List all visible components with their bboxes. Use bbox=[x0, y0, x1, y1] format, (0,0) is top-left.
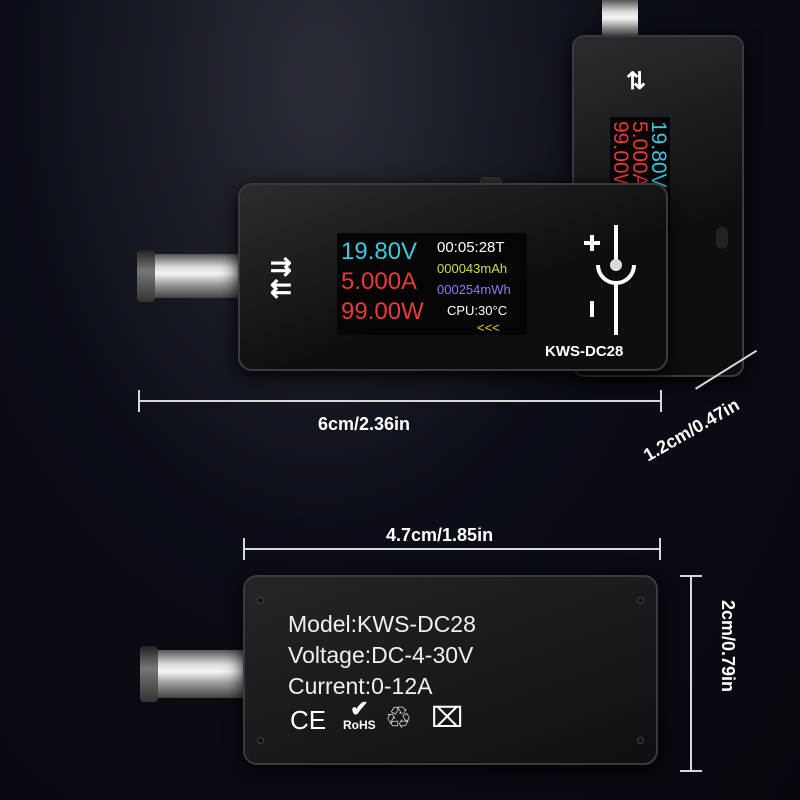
screw bbox=[637, 737, 644, 744]
current-text: Current:0-12A bbox=[288, 673, 433, 699]
rear-plug-tip bbox=[140, 646, 158, 702]
rohs-icon: ✔ RoHS bbox=[343, 696, 376, 733]
voltage-reading: 19.80V bbox=[341, 238, 418, 265]
front-top-button[interactable] bbox=[480, 177, 502, 185]
capacity-reading: 000043mAh bbox=[437, 261, 508, 276]
direction-indicator: <<< bbox=[477, 320, 500, 335]
dimension-tick bbox=[680, 770, 702, 772]
screw bbox=[637, 597, 644, 604]
bidirectional-arrows-icon: ⇉⇇ bbox=[270, 251, 292, 303]
voltage-text: Voltage:DC-4-30V bbox=[288, 642, 474, 668]
dimension-tick bbox=[680, 575, 702, 577]
back-device-pin bbox=[602, 0, 638, 40]
time-reading: 00:05:28T bbox=[437, 239, 505, 256]
back-side-button[interactable] bbox=[716, 227, 728, 249]
power-reading: 99.00W bbox=[341, 298, 424, 325]
dimension-tick bbox=[659, 538, 661, 560]
dimension-tick bbox=[243, 538, 245, 560]
bidirectional-arrows-icon: ⇅ bbox=[626, 68, 647, 95]
width-label: 4.7cm/1.85in bbox=[386, 525, 494, 545]
front-screen: 19.80V 5.000A 99.00W 00:05:28T 000043mAh… bbox=[337, 233, 527, 335]
ce-mark-icon: CE bbox=[290, 705, 327, 735]
front-model-label: KWS-DC28 bbox=[545, 343, 624, 360]
recycle-icon: ♲ bbox=[385, 702, 412, 735]
front-plug-tip bbox=[137, 250, 155, 302]
screw bbox=[257, 597, 264, 604]
model-text: Model:KWS-DC28 bbox=[288, 611, 476, 637]
polarity-symbol-icon bbox=[584, 225, 636, 335]
rear-plug bbox=[150, 650, 246, 698]
height-label: 2cm/0.79in bbox=[718, 600, 738, 693]
depth-label: 1.2cm/0.47in bbox=[640, 394, 743, 466]
current-reading: 5.000A bbox=[341, 268, 418, 295]
rear-device: Model:KWS-DC28 Voltage:DC-4-30V Current:… bbox=[243, 575, 658, 765]
energy-reading: 000254mWh bbox=[437, 282, 511, 297]
length-label: 6cm/2.36in bbox=[318, 414, 411, 434]
cpu-temp: CPU:30°C bbox=[447, 303, 508, 318]
length-dimension-line bbox=[138, 400, 662, 402]
weee-bin-icon: ⌧ bbox=[431, 702, 464, 733]
front-plug bbox=[150, 254, 242, 298]
screw bbox=[257, 737, 264, 744]
dimension-tick bbox=[138, 390, 140, 412]
height-dimension-line bbox=[690, 575, 692, 770]
front-device: ⇉⇇ 19.80V 5.000A 99.00W 00:05:28T 000043… bbox=[238, 183, 668, 371]
width-dimension-line bbox=[243, 548, 661, 550]
dimension-tick bbox=[660, 390, 662, 412]
